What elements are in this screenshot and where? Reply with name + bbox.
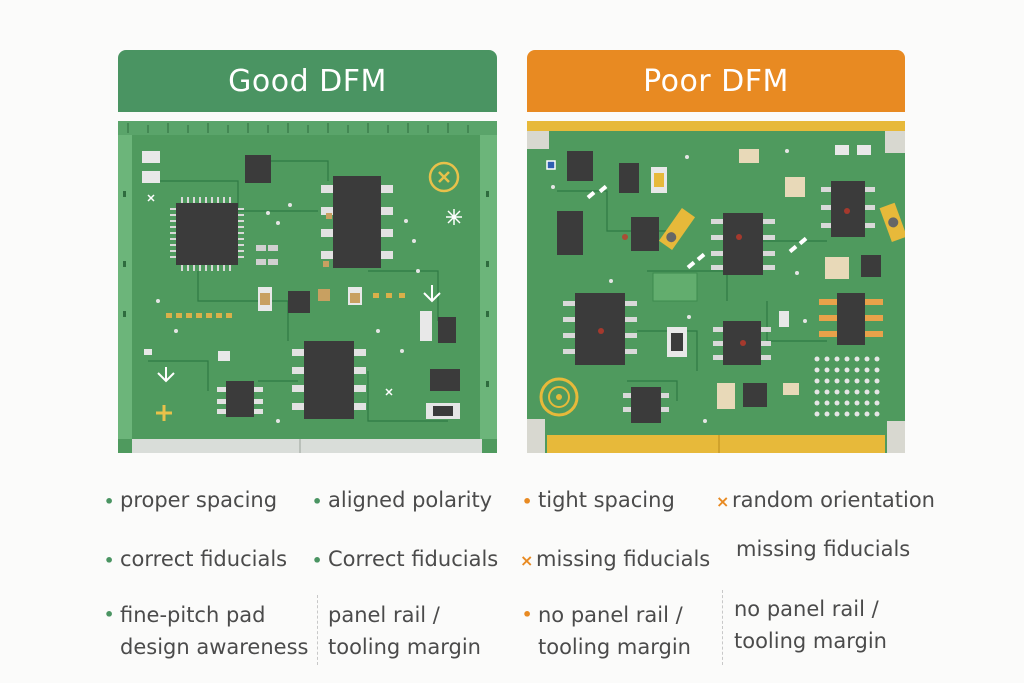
good-dfm-board <box>118 121 497 453</box>
bullet-aligned-polarity: •aligned polarity <box>312 484 492 518</box>
cross-icon: × <box>520 551 534 570</box>
bullet-random-orientation: ×random orientation <box>716 484 935 518</box>
bullet-no-panel-rail-2: no panel rail / tooling margin <box>734 597 887 653</box>
bullet-dot: • <box>104 492 115 511</box>
divider-poor <box>722 590 723 665</box>
bullet-correct-fiducials: •correct fiducials <box>104 543 287 577</box>
bullet-no-panel-rail: •no panel rail / tooling margin <box>522 599 691 663</box>
bullet-dot: • <box>312 492 323 511</box>
bullet-dot: • <box>522 605 533 624</box>
bullet-missing-fiducials: ×missing fiducials <box>520 543 710 577</box>
good-board-illustration <box>118 121 497 453</box>
bullet-correct-fiducials-2: •Correct fiducials <box>312 543 498 577</box>
divider-good <box>317 595 318 665</box>
bullet-dot: • <box>312 551 323 570</box>
bullet-missing-fiducials-2: missing fiducials <box>736 537 911 561</box>
poor-dfm-board <box>527 121 905 453</box>
bullet-proper-spacing: •proper spacing <box>104 484 277 518</box>
good-dfm-header: Good DFM <box>118 50 497 112</box>
bullet-fine-pitch: •fine-pitch pad design awareness <box>104 599 308 663</box>
bullet-dot: • <box>104 605 115 624</box>
poor-dfm-header: Poor DFM <box>527 50 905 112</box>
bullet-panel-rail: panel rail / tooling margin <box>328 603 481 659</box>
bullet-dot: • <box>522 492 533 511</box>
poor-board-illustration <box>527 121 905 453</box>
cross-icon: × <box>716 492 730 511</box>
bullet-tight-spacing: •tight spacing <box>522 484 675 518</box>
bullet-dot: • <box>104 551 115 570</box>
